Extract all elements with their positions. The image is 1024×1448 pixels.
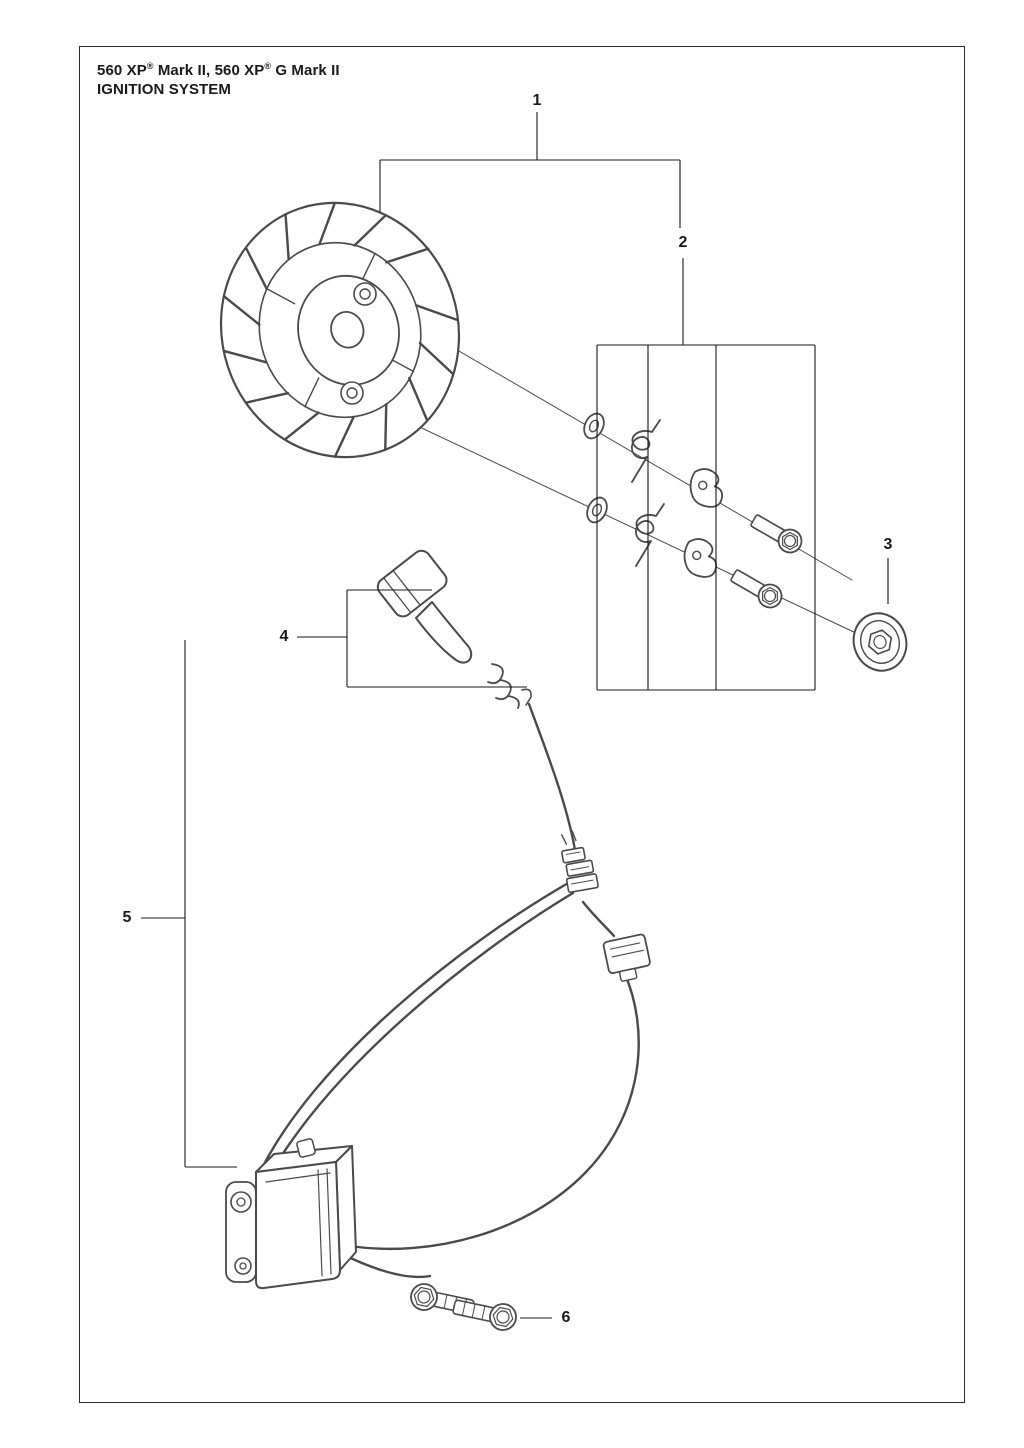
model-title: 560 XP® Mark II, 560 XP® G Mark II	[97, 61, 340, 79]
callout-1: 1	[532, 92, 542, 109]
mounting-screw-illustration	[452, 1299, 517, 1331]
page-border	[79, 46, 965, 1403]
callout-6: 6	[561, 1309, 571, 1326]
ignition-pawl-illustration	[683, 538, 718, 578]
ignition-pawl-illustration	[689, 468, 724, 508]
callout-5: 5	[122, 909, 132, 926]
spark-plug-boot-illustration	[376, 549, 473, 664]
wiring-harness-illustration	[260, 702, 651, 1279]
torsion-spring-illustration	[635, 503, 665, 567]
title-block: 560 XP® Mark II, 560 XP® G Mark II IGNIT…	[97, 57, 340, 99]
section-title: IGNITION SYSTEM	[97, 81, 232, 98]
ignition-module-illustration	[225, 1138, 357, 1290]
flange-nut-illustration	[852, 612, 908, 672]
callout-leader-lines	[141, 112, 889, 1319]
pawl-screw-illustration	[730, 569, 783, 609]
flywheel-illustration	[219, 201, 461, 459]
washer-illustration	[583, 412, 605, 440]
boot-spring-illustration	[487, 663, 532, 709]
pawl-screw-illustration	[750, 514, 803, 554]
callout-2: 2	[678, 234, 688, 251]
callout-3: 3	[883, 536, 893, 553]
torsion-spring-illustration	[631, 419, 661, 483]
callout-4: 4	[279, 628, 289, 645]
